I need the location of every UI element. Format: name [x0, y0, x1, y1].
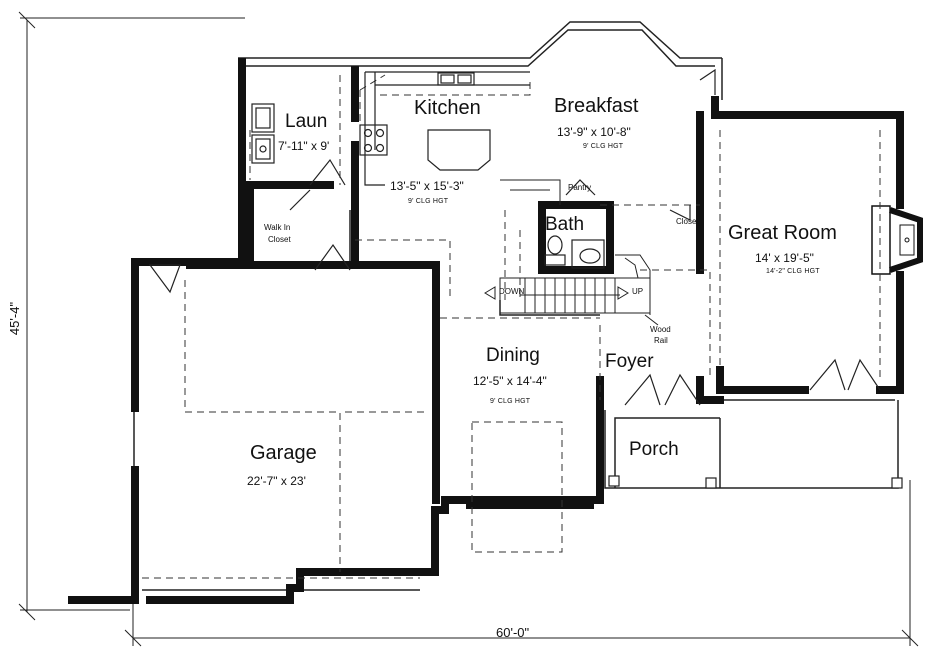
kitchen-name: Kitchen — [414, 97, 481, 119]
bath-fixtures — [544, 235, 605, 269]
great-room-dims: 14' x 19'-5" — [755, 251, 814, 265]
walk-in-closet-line2: Closet — [268, 235, 291, 244]
dimension-lines — [18, 11, 919, 647]
wood-rail-line1: Wood — [650, 325, 671, 334]
stair-up-label: UP — [632, 287, 644, 296]
dining-name: Dining — [486, 345, 540, 366]
stair-down-label: DOWN — [499, 287, 525, 296]
laundry-dims: 7'-11" x 9' — [278, 139, 330, 153]
wood-rail-line2: Rail — [654, 336, 668, 345]
stair-arrows — [484, 286, 659, 326]
laundry-name: Laun — [285, 111, 328, 132]
thin-walls — [133, 21, 899, 600]
kitchen-dims: 13'-5" x 15'-3" — [390, 179, 464, 193]
dining-ceiling: 9' CLG HGT — [490, 398, 531, 405]
kitchen-counters — [359, 71, 530, 186]
great-room-name: Great Room — [728, 222, 837, 244]
breakfast-dims: 13'-9" x 10'-8" — [557, 125, 631, 139]
closet-label: Closet — [676, 217, 699, 226]
walk-in-closet-line1: Walk In — [264, 223, 291, 232]
kitchen-ceiling: 9' CLG HGT — [408, 198, 449, 205]
porch-name: Porch — [629, 439, 679, 460]
foyer-name: Foyer — [605, 351, 654, 372]
garage-name: Garage — [250, 442, 317, 464]
dining-dims: 12'-5" x 14'-4" — [473, 374, 547, 388]
door-swings — [148, 68, 881, 406]
breakfast-ceiling: 9' CLG HGT — [583, 143, 624, 150]
great-room-ceiling: 14'-2" CLG HGT — [766, 268, 820, 275]
kitchen-island — [427, 129, 491, 171]
overall-width-label: 60'-0" — [496, 625, 530, 640]
pantry-label: Pantry — [568, 183, 592, 192]
laundry-appliances — [251, 103, 275, 164]
dashed-overhead-lines — [142, 74, 881, 579]
fireplace — [871, 205, 923, 275]
staircase — [499, 179, 651, 315]
garage-dims: 22'-7" x 23' — [247, 474, 306, 488]
overall-depth-label: 45'-4" — [7, 301, 23, 336]
bath-name: Bath — [545, 214, 585, 235]
breakfast-name: Breakfast — [554, 95, 639, 117]
walls — [68, 58, 904, 604]
porch-posts — [608, 475, 903, 489]
